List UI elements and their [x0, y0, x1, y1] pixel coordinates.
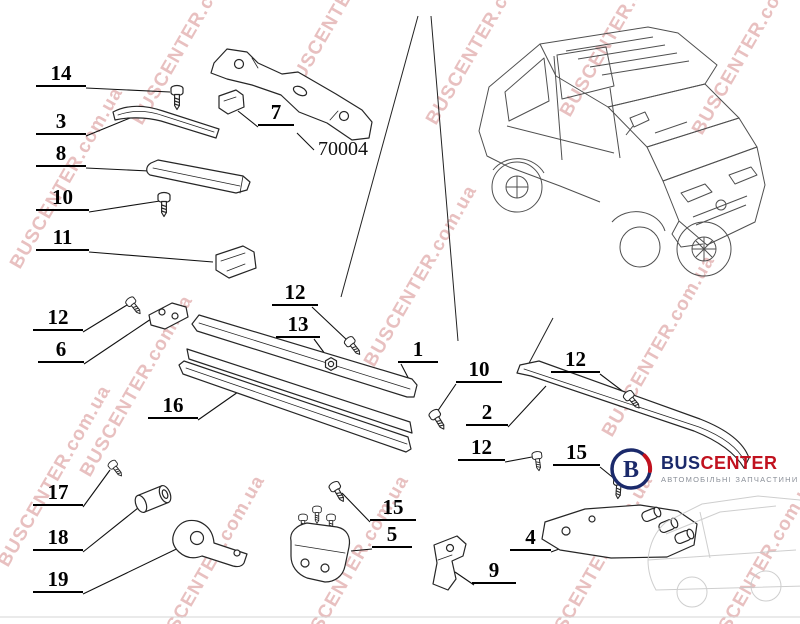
callout-13: 13: [276, 313, 320, 338]
part-crossmember-70004: [210, 48, 373, 141]
logo-tagline: АВТОМОБІЛЬНІ ЗАПЧАСТИНИ: [661, 475, 799, 485]
part-screw-12-left: [124, 295, 145, 318]
callout-12-bottom: 12: [458, 436, 505, 461]
callout-17: 17: [33, 481, 83, 506]
part-strip-8: [146, 159, 251, 194]
part-rail-16: [178, 348, 413, 453]
callout-1: 1: [398, 338, 438, 363]
callout-9: 9: [472, 559, 516, 584]
callout-10-left: 10: [36, 186, 89, 211]
part-spacer-18: [134, 484, 172, 514]
part-screw-10-left: [157, 191, 171, 218]
buscenter-logo-icon: B: [610, 448, 653, 490]
leader-lines: [82, 87, 626, 595]
callout-4: 4: [510, 526, 551, 551]
vehicle-illustration: [478, 26, 766, 277]
part-bracket-6: [148, 302, 189, 330]
parts-group: [106, 48, 750, 591]
part-screw-17: [106, 458, 126, 480]
callout-7: 7: [258, 101, 294, 126]
logo-name-secondary: CENTER: [700, 452, 778, 473]
part-strip-3: [112, 105, 220, 139]
callout-12-rail: 12: [551, 348, 600, 373]
part-screw-10-right: [427, 407, 449, 433]
callout-15-right: 15: [553, 441, 600, 466]
callout-16: 16: [148, 394, 198, 419]
callout-12-center: 12: [272, 281, 318, 306]
callout-2: 2: [466, 401, 508, 426]
logo-text: BUSCENTER АВТОМОБІЛЬНІ ЗАПЧАСТИНИ: [661, 452, 799, 485]
part-nut-13: [324, 357, 338, 371]
callout-12-left: 12: [33, 306, 83, 331]
part-screw-12-bottom: [531, 450, 545, 472]
part-hook-19: [172, 519, 248, 568]
logo-name: BUSCENTER: [661, 452, 798, 473]
callout-8: 8: [36, 142, 86, 167]
part-clip-11: [215, 245, 257, 279]
reference-lines: [340, 15, 554, 368]
callout-5: 5: [372, 523, 412, 548]
part-screw-15-center: [327, 479, 349, 505]
callout-3: 3: [36, 110, 86, 135]
background-vehicle-sketch: [647, 495, 800, 608]
logo-name-primary: BUS: [661, 452, 701, 473]
callout-6: 6: [38, 338, 84, 363]
part-rail-1: [191, 314, 418, 398]
callout-10-right: 10: [456, 358, 502, 383]
buscenter-logo: B BUSCENTER АВТОМОБІЛЬНІ ЗАПЧАСТИНИ: [608, 446, 798, 492]
part-clip-7: [218, 89, 245, 115]
part-rail-2: [516, 360, 750, 469]
callout-14: 14: [36, 62, 86, 87]
part-bracket-9: [432, 535, 467, 591]
part-number-label: 70004: [318, 138, 368, 160]
callout-19: 19: [33, 568, 83, 593]
callout-18: 18: [33, 526, 83, 551]
callout-11: 11: [36, 226, 89, 251]
part-bracket-5: [290, 505, 351, 583]
part-screw-12-center: [342, 334, 365, 359]
part-bracket-4: [541, 504, 698, 559]
part-screw-14: [170, 84, 184, 111]
logo-monogram: B: [623, 457, 639, 483]
callout-15-center: 15: [370, 496, 416, 521]
